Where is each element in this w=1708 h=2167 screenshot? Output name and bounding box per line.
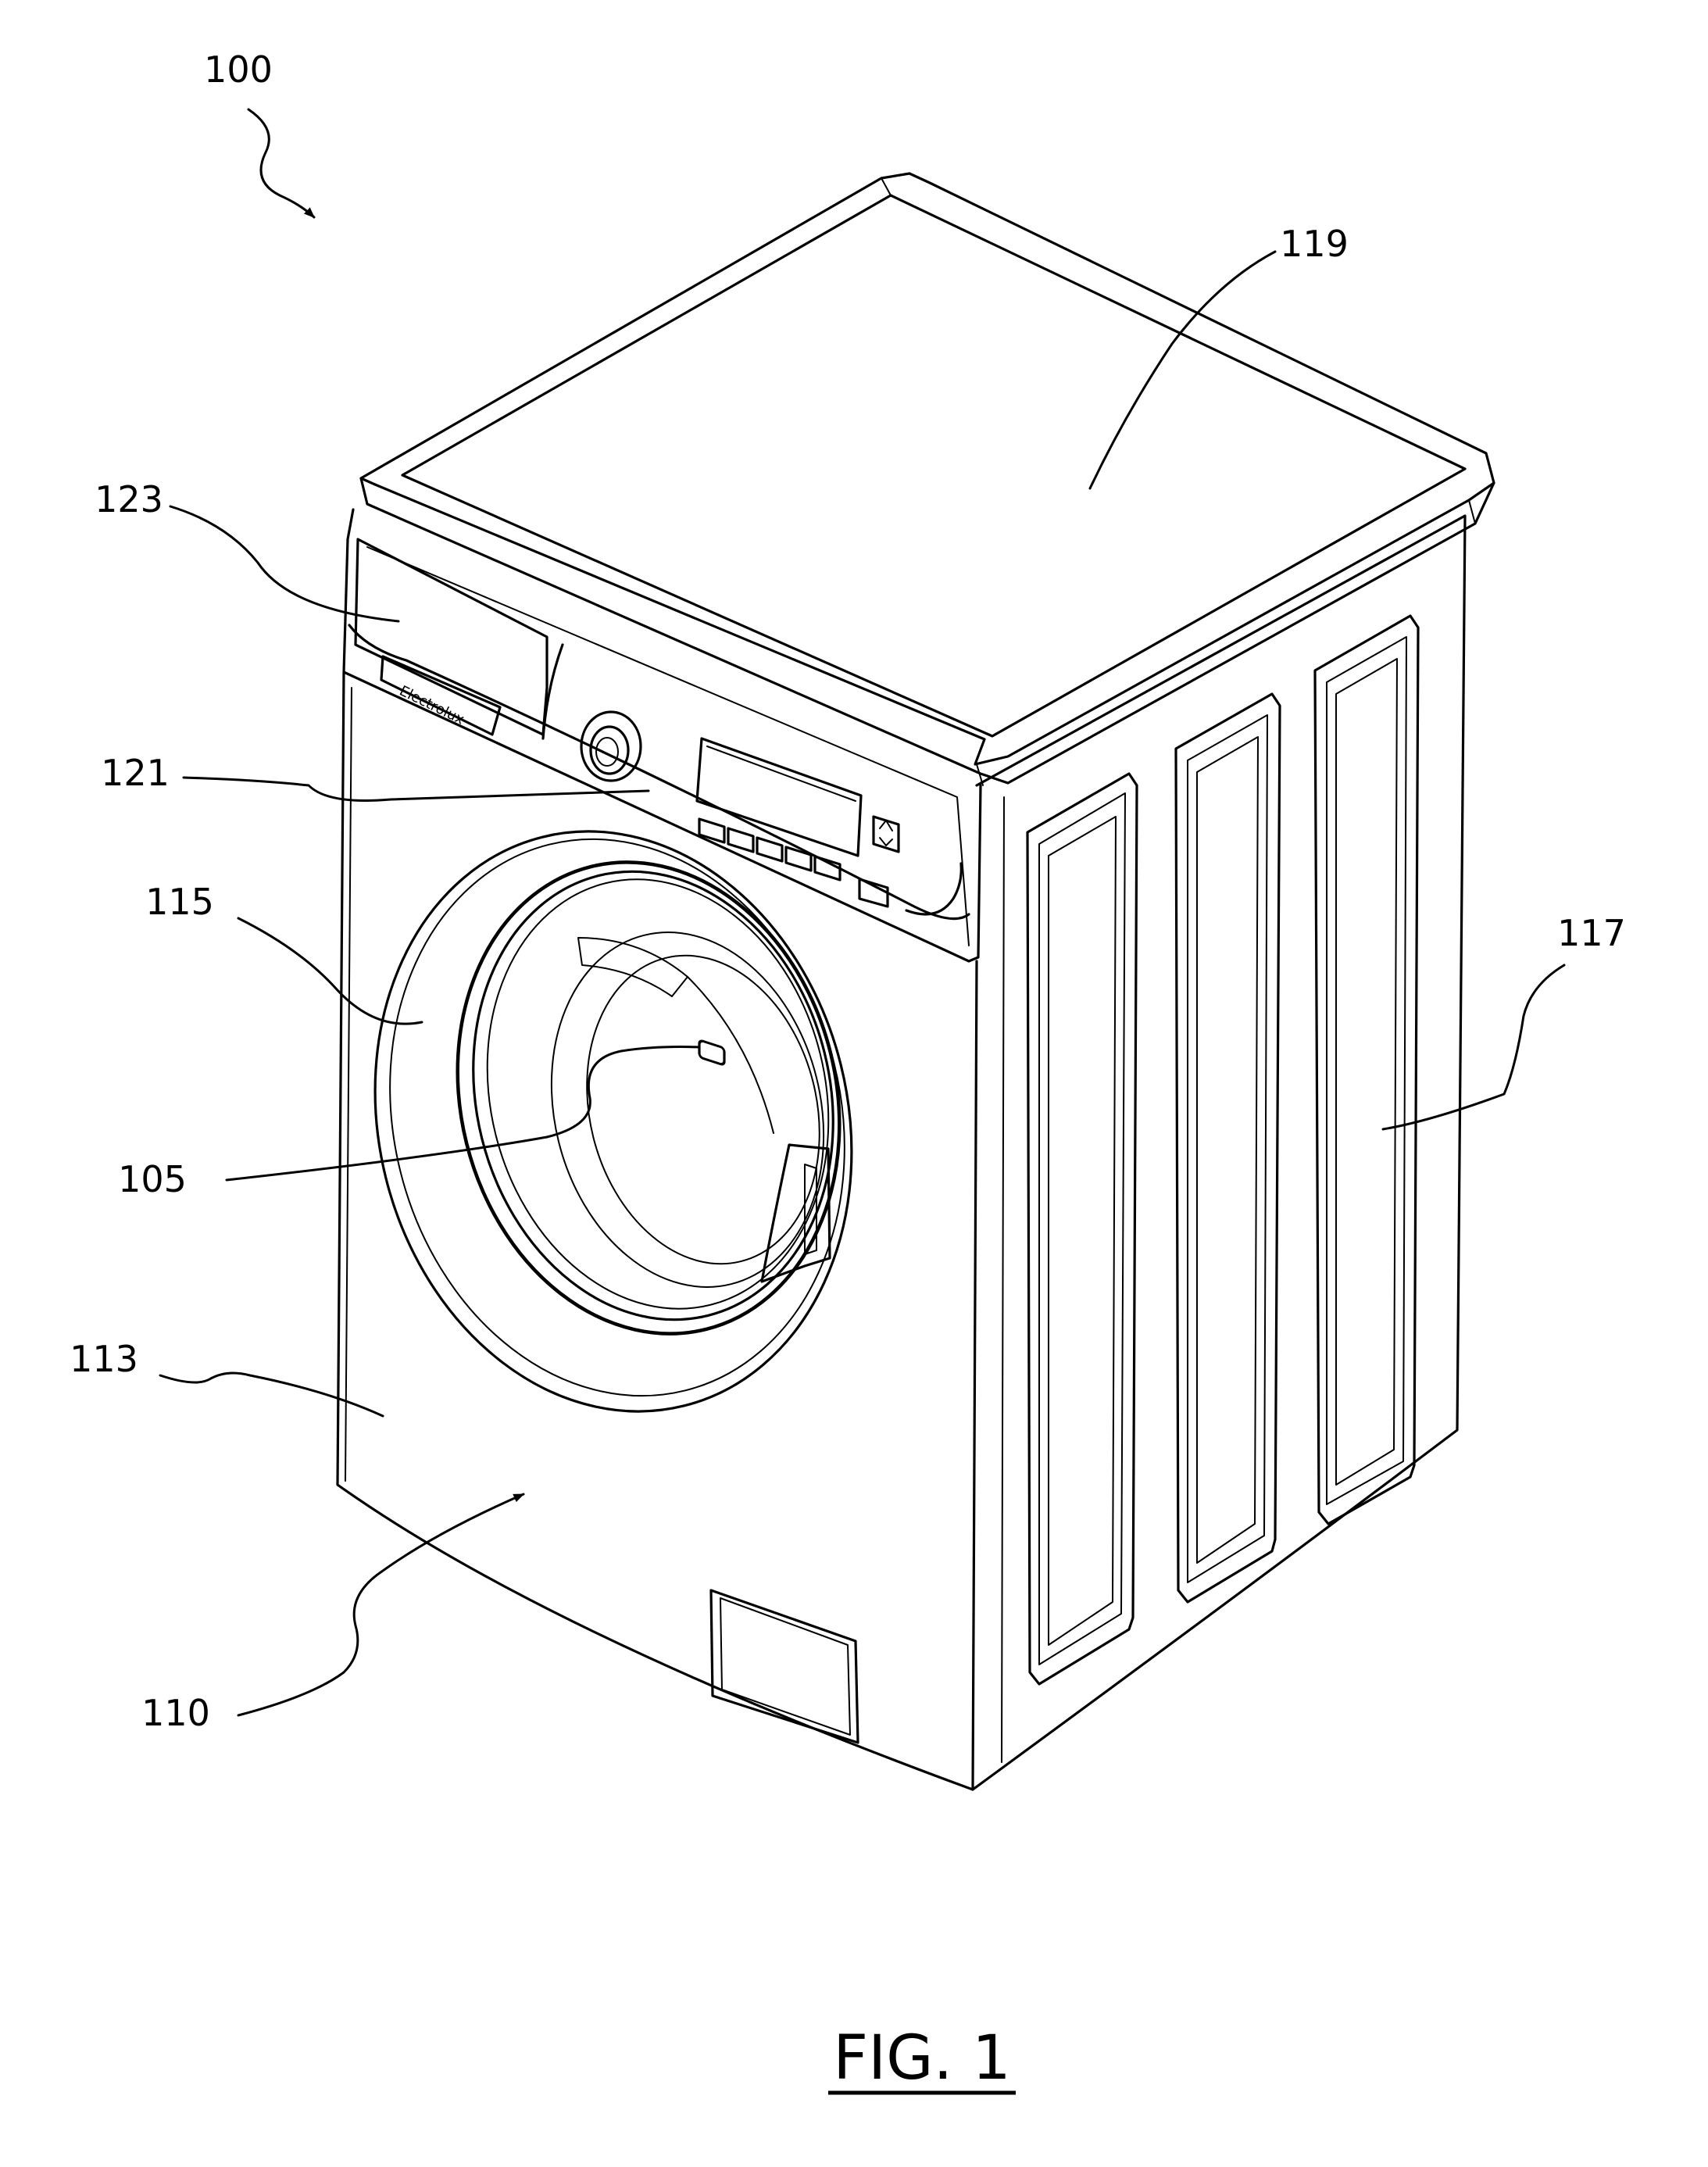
drum: [515, 903, 859, 1317]
top-cover: [361, 173, 1494, 785]
leader-115: [238, 918, 422, 1024]
door: [315, 781, 912, 1463]
program-knob: [581, 712, 641, 781]
label-side-panel: 117: [1557, 912, 1626, 954]
label-drum: 105: [118, 1158, 187, 1200]
label-top-cover: 119: [1280, 223, 1349, 265]
label-detergent-drawer: 123: [95, 478, 163, 520]
figure-caption: FIG. 1: [828, 2023, 1016, 2094]
leader-123: [170, 506, 398, 621]
label-cabinet: 110: [141, 1692, 210, 1734]
label-control-panel: 121: [101, 752, 170, 794]
reference-numerals: 100 119 123 121 115 117 105 113 110: [70, 48, 1626, 1734]
washing-machine: Electrolux: [315, 173, 1494, 1790]
service-hatch: [711, 1590, 858, 1743]
control-panel: Electrolux: [344, 510, 981, 1065]
leader-105: [227, 1047, 699, 1180]
side-rib-3: [1315, 616, 1418, 1524]
figure-caption-text: FIG. 1: [833, 2023, 1011, 2094]
side-rib-1: [1027, 774, 1137, 1684]
leader-100: [248, 109, 314, 217]
label-assembly: 100: [204, 48, 273, 91]
label-door: 115: [145, 881, 214, 923]
leader-110: [238, 1494, 523, 1715]
leader-113: [160, 1373, 383, 1416]
side-rib-2: [1176, 694, 1280, 1602]
leader-119: [1090, 252, 1275, 488]
leader-117: [1383, 965, 1564, 1129]
label-front-panel: 113: [70, 1338, 138, 1380]
function-buttons: [699, 1040, 724, 1065]
